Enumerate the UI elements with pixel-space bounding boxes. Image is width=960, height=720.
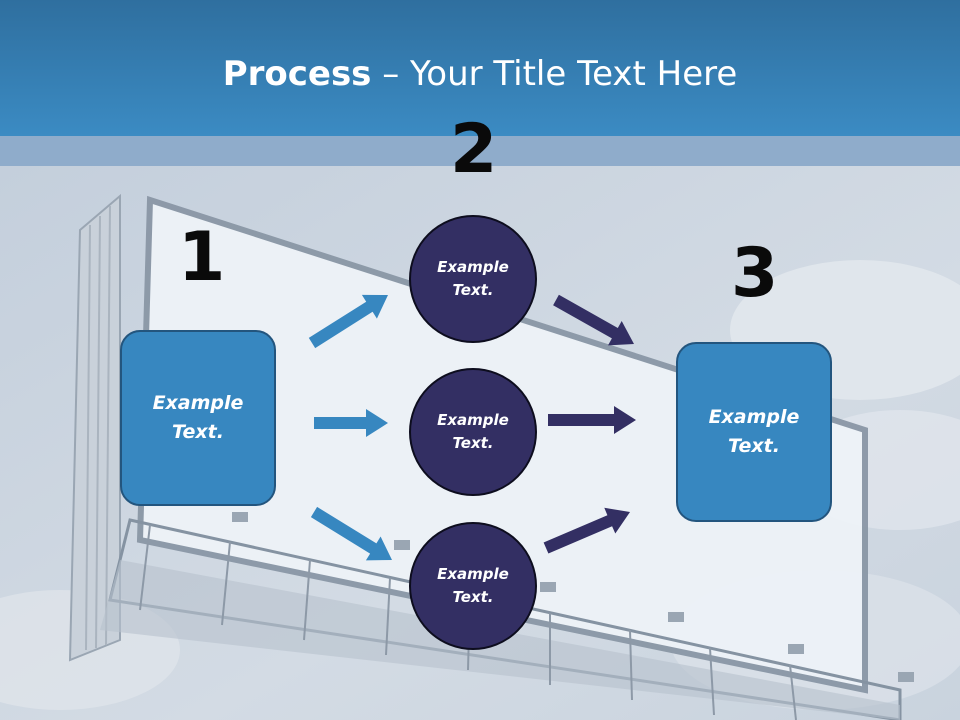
header-band <box>0 0 960 136</box>
circle-top: Example Text. <box>409 215 537 343</box>
slide-title: Process – Your Title Text Here <box>0 52 960 96</box>
step-box-1: Example Text. <box>120 330 276 506</box>
circle-bottom-text: Example Text. <box>437 565 509 606</box>
header-strip <box>0 136 960 166</box>
circle-bottom: Example Text. <box>409 522 537 650</box>
step-box-1-text: Example Text. <box>152 392 244 443</box>
step-number-1: 1 <box>178 218 226 297</box>
step-box-3: Example Text. <box>676 342 832 522</box>
circle-middle: Example Text. <box>409 368 537 496</box>
step-number-2: 2 <box>450 110 498 189</box>
title-rest: – Your Title Text Here <box>371 54 738 94</box>
circle-top-text: Example Text. <box>437 258 509 299</box>
title-bold: Process <box>222 54 372 94</box>
step-number-3: 3 <box>731 234 779 313</box>
circle-middle-text: Example Text. <box>437 411 509 452</box>
step-box-3-text: Example Text. <box>708 406 800 457</box>
